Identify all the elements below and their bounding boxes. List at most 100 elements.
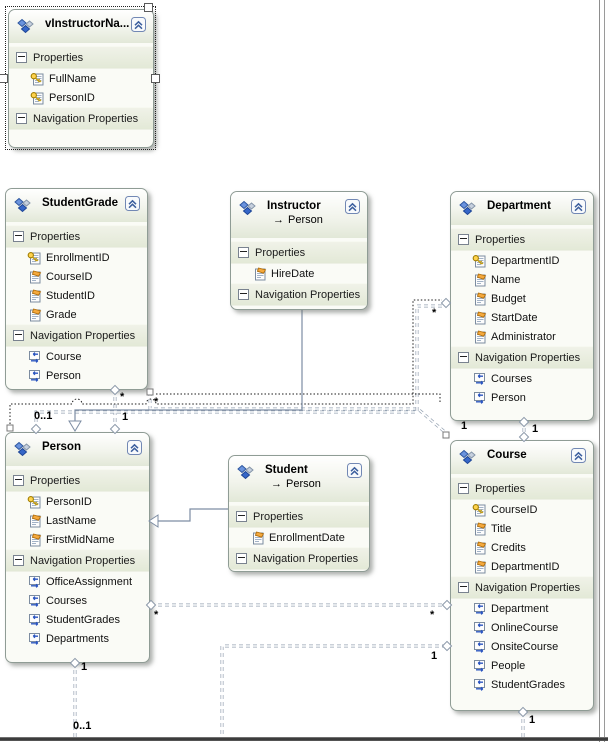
entity-header[interactable]: Department [451, 192, 593, 225]
property-row-courseid[interactable]: CourseID [6, 267, 147, 286]
navigation-section-header[interactable]: Navigation Properties [6, 324, 147, 347]
property-row-personid[interactable]: PersonID [6, 492, 149, 511]
property-row-lastname[interactable]: LastName [6, 511, 149, 530]
navigation-section-header[interactable]: Navigation Properties [451, 576, 593, 599]
property-row-hiredate[interactable]: HireDate [231, 264, 367, 283]
property-row-enrollmentid[interactable]: EnrollmentID [6, 248, 147, 267]
property-row-firstmidname[interactable]: FirstMidName [6, 530, 149, 549]
collapse-minus-icon[interactable] [238, 289, 249, 300]
navigation-property-row-onlinecourse[interactable]: OnlineCourse [451, 618, 593, 637]
collapse-minus-icon[interactable] [16, 113, 27, 124]
collapse-minus-icon[interactable] [13, 555, 24, 566]
collapse-minus-icon[interactable] [13, 475, 24, 486]
entity-header[interactable]: StudentGrade [6, 189, 147, 222]
property-row-departmentid[interactable]: DepartmentID [451, 251, 593, 270]
property-row-studentid[interactable]: StudentID [6, 286, 147, 305]
entity-header[interactable]: Student →Person [229, 456, 369, 502]
navigation-property-name: StudentGrades [46, 613, 120, 626]
navigation-section-header[interactable]: Navigation Properties [6, 549, 149, 572]
navigation-property-row-studentgrades[interactable]: StudentGrades [451, 675, 593, 694]
collapse-entity-button[interactable] [571, 199, 586, 214]
collapse-minus-icon[interactable] [458, 352, 469, 363]
property-row-credits[interactable]: Credits [451, 538, 593, 557]
collapse-minus-icon[interactable] [16, 52, 27, 63]
property-row-departmentid[interactable]: DepartmentID [451, 557, 593, 576]
navigation-property-row-person[interactable]: Person [6, 366, 147, 385]
navigation-property-row-person[interactable]: Person [451, 388, 593, 407]
properties-section-header[interactable]: Properties [451, 477, 593, 500]
collapse-minus-icon[interactable] [13, 330, 24, 341]
navigation-section-label: Navigation Properties [253, 552, 359, 565]
selection-resize-handle[interactable] [144, 3, 153, 12]
property-row-administrator[interactable]: Administrator [451, 327, 593, 346]
navigation-property-row-studentgrades[interactable]: StudentGrades [6, 610, 149, 629]
navigation-property-row-course[interactable]: Course [6, 347, 147, 366]
navigation-property-row-officeassignment[interactable]: OfficeAssignment [6, 572, 149, 591]
navigation-section-label: Navigation Properties [30, 554, 136, 567]
collapse-minus-icon[interactable] [13, 231, 24, 242]
entity-header[interactable]: Person [6, 433, 149, 466]
properties-section-header[interactable]: Properties [6, 469, 149, 492]
navigation-property-row-department[interactable]: Department [451, 599, 593, 618]
collapse-entity-button[interactable] [127, 440, 142, 455]
entity-student[interactable]: Student →Person Properties EnrollmentDat… [228, 455, 370, 572]
entity-instructor[interactable]: Instructor →Person Properties HireDate N… [230, 191, 368, 310]
navigation-property-row-people[interactable]: People [451, 656, 593, 675]
property-row-courseid[interactable]: CourseID [451, 500, 593, 519]
entity-body: Properties HireDate Navigation Propertie… [231, 238, 367, 306]
property-row-enrollmentdate[interactable]: EnrollmentDate [229, 528, 369, 547]
collapse-entity-button[interactable] [125, 196, 140, 211]
collapse-entity-button[interactable] [347, 463, 362, 478]
collapse-entity-button[interactable] [131, 17, 146, 32]
navigation-section-header[interactable]: Navigation Properties [451, 346, 593, 369]
collapse-entity-button[interactable] [345, 199, 360, 214]
selection-resize-handle[interactable] [0, 73, 8, 83]
property-row-grade[interactable]: Grade [6, 305, 147, 324]
properties-section-header[interactable]: Properties [451, 228, 593, 251]
entity-header[interactable]: vInstructorNa... [9, 10, 153, 43]
navigation-property-row-departments[interactable]: Departments [6, 629, 149, 648]
properties-section-header[interactable]: Properties [9, 46, 153, 69]
navigation-section-header[interactable]: Navigation Properties [231, 283, 367, 306]
properties-section-header[interactable]: Properties [229, 505, 369, 528]
property-row-startdate[interactable]: StartDate [451, 308, 593, 327]
property-row-name[interactable]: Name [451, 270, 593, 289]
navigation-property-row-courses[interactable]: Courses [6, 591, 149, 610]
entity-header[interactable]: Course [451, 441, 593, 474]
property-row-fullname[interactable]: FullName [9, 69, 153, 88]
navigation-property-row-onsitecourse[interactable]: OnsiteCourse [451, 637, 593, 656]
property-name: Credits [491, 541, 526, 554]
entity-header[interactable]: Instructor →Person [231, 192, 367, 238]
scalar-property-icon [472, 310, 487, 325]
property-row-title[interactable]: Title [451, 519, 593, 538]
collapse-minus-icon[interactable] [236, 553, 247, 564]
property-row-personid[interactable]: PersonID [9, 88, 153, 107]
collapse-minus-icon[interactable] [458, 483, 469, 494]
collapse-minus-icon[interactable] [238, 247, 249, 258]
entity-type-icon [17, 18, 34, 34]
navigation-property-row-courses[interactable]: Courses [451, 369, 593, 388]
property-row-budget[interactable]: Budget [451, 289, 593, 308]
collapse-minus-icon[interactable] [236, 511, 247, 522]
inheritance-arrow-icon: → [271, 478, 282, 490]
collapse-minus-icon[interactable] [458, 234, 469, 245]
navigation-property-icon [27, 575, 42, 589]
property-name: Administrator [491, 330, 556, 343]
properties-section-header[interactable]: Properties [231, 241, 367, 264]
navigation-section-header[interactable]: Navigation Properties [229, 547, 369, 570]
properties-section-header[interactable]: Properties [6, 225, 147, 248]
navigation-property-name: Department [491, 602, 549, 615]
selection-resize-handle[interactable] [151, 73, 160, 83]
collapse-entity-button[interactable] [571, 448, 586, 463]
collapse-minus-icon[interactable] [458, 582, 469, 593]
navigation-section-header[interactable]: Navigation Properties [9, 107, 153, 130]
